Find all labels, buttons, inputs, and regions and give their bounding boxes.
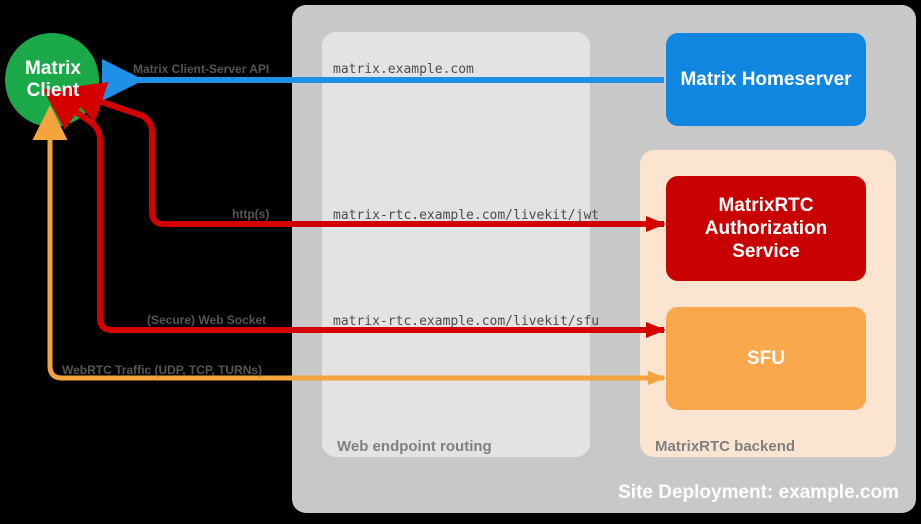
edge-jwt-http: [61, 82, 664, 227]
arrowhead-sfu-webrtc: [648, 371, 666, 385]
edge-webrtc-traffic: [32, 105, 664, 381]
node-matrix-homeserver[interactable]: [666, 33, 866, 126]
arrowhead-auth-service: [646, 216, 666, 232]
edge-sfu-websocket: [42, 88, 664, 333]
node-sfu[interactable]: [666, 307, 866, 410]
arrowhead-sfu-websocket: [646, 322, 666, 338]
group-web-endpoint-routing: [322, 32, 590, 457]
node-matrixrtc-authorization-service[interactable]: [666, 176, 866, 281]
node-matrix-client[interactable]: [5, 33, 99, 127]
